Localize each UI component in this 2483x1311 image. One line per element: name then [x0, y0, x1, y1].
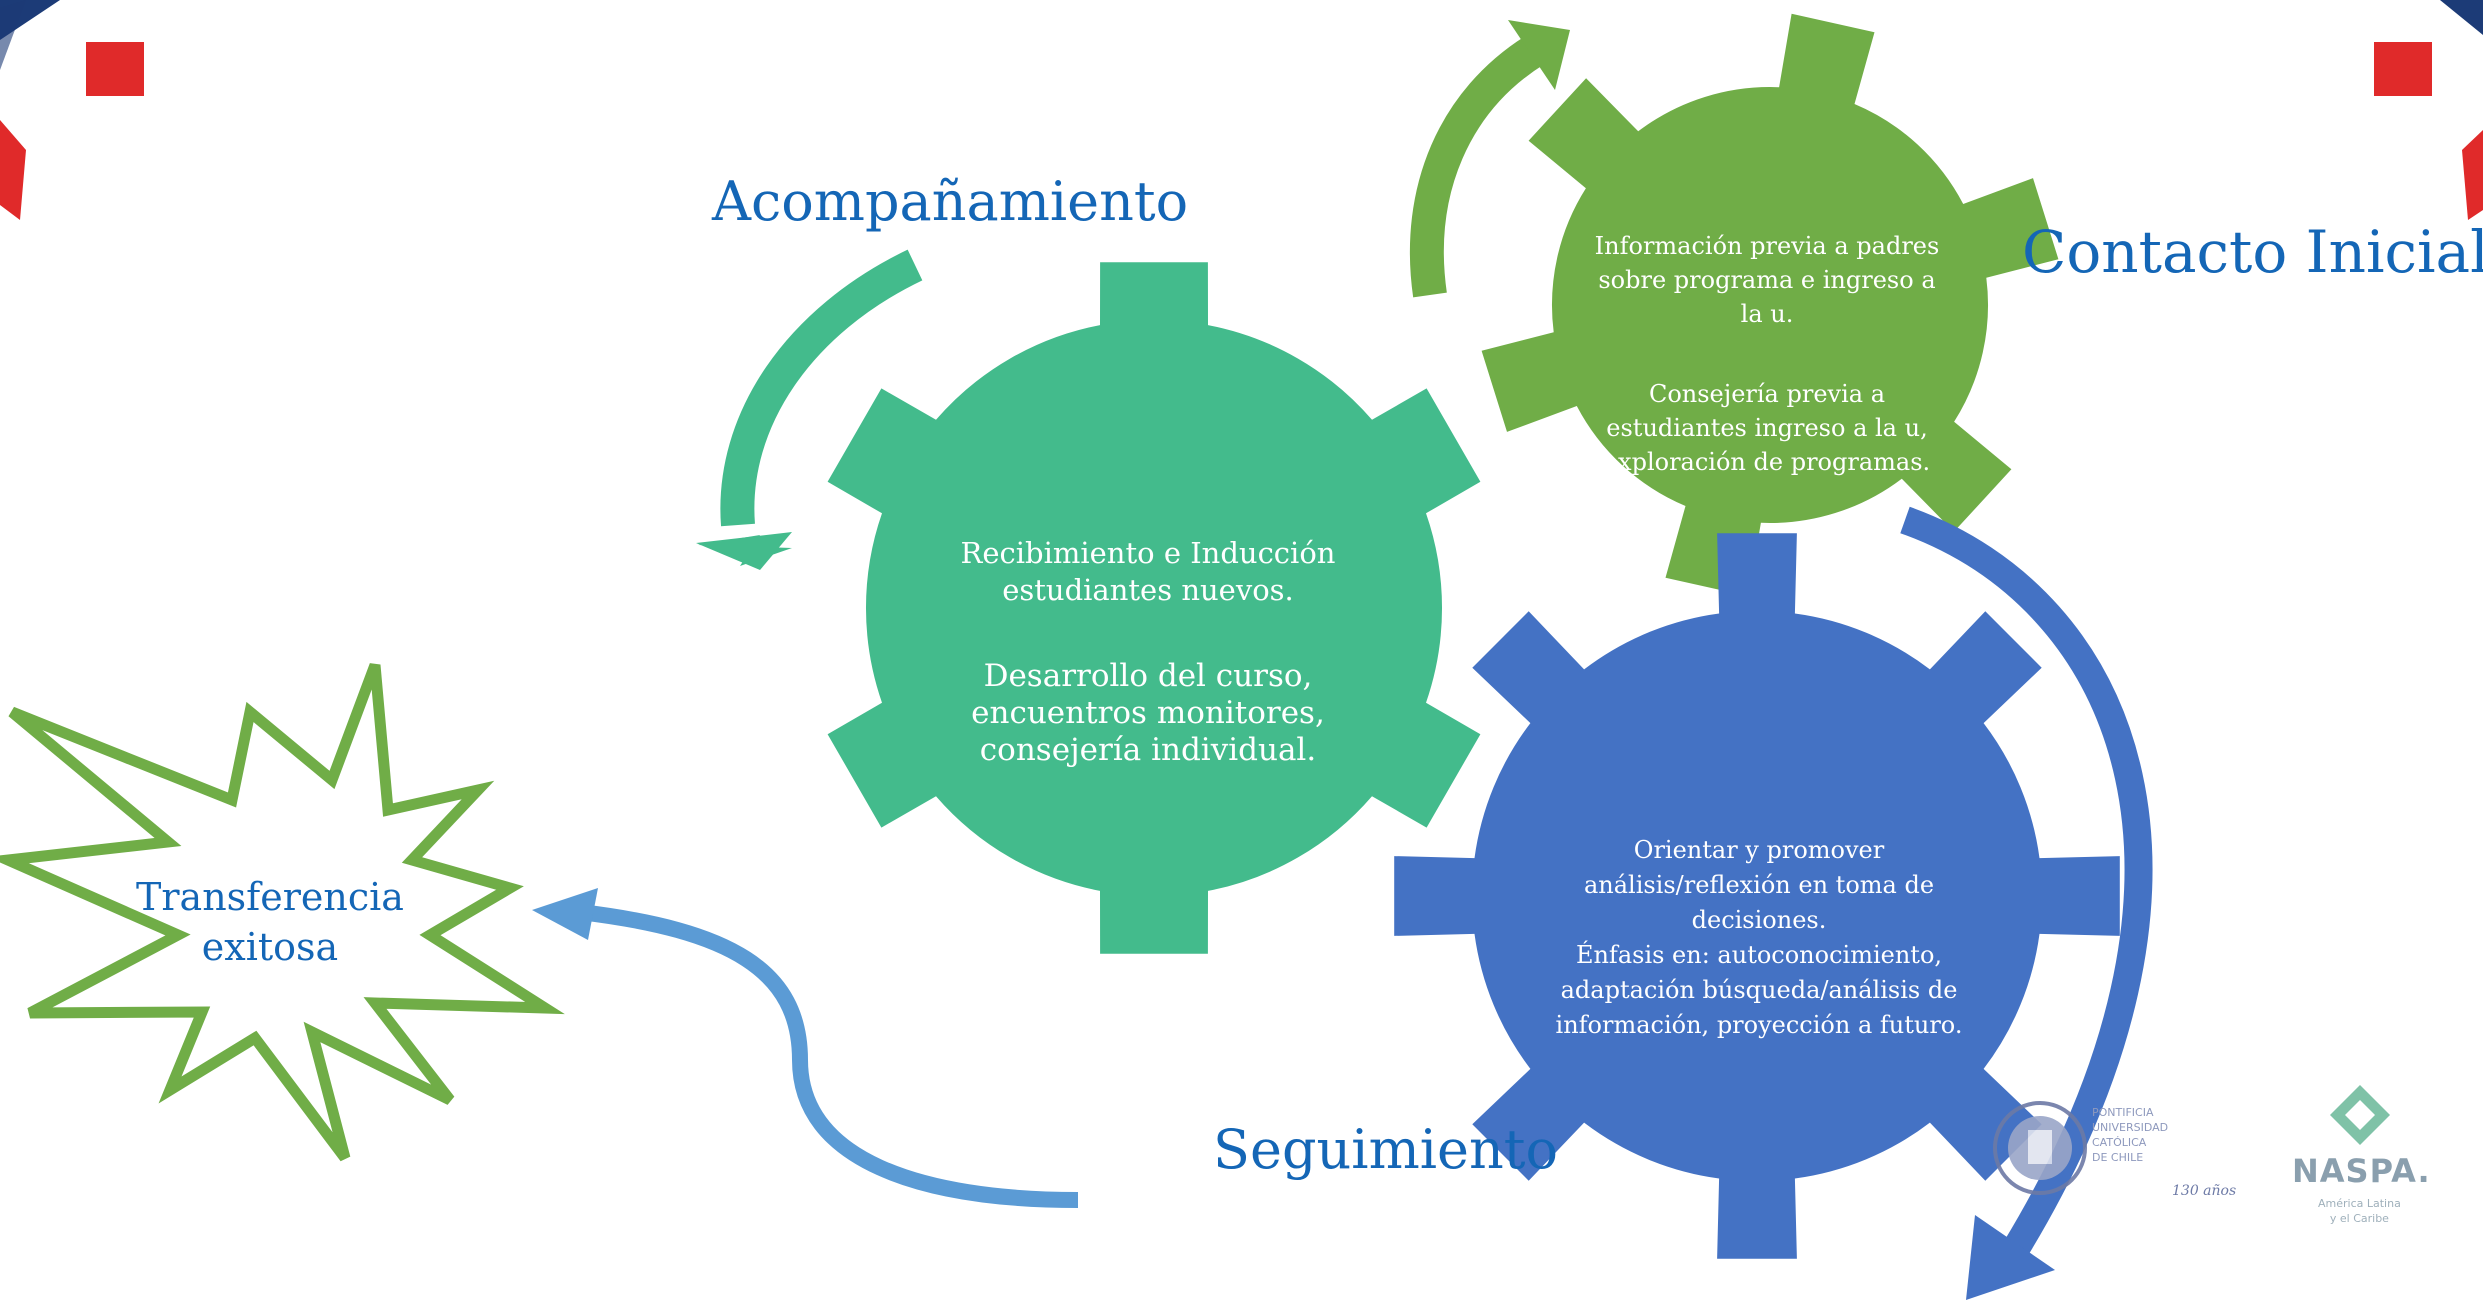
acompanamiento-arrow — [696, 249, 923, 570]
puc-seal-icon — [1993, 1101, 2087, 1195]
transferencia-exitosa-label: Transferencia exitosa — [136, 875, 404, 969]
puc-logo-text: PONTIFICIA UNIVERSIDAD CATÓLICA DE CHILE — [2092, 1105, 2168, 1165]
green-gear-line-2: Consejería previa a estudiantes ingreso … — [1603, 380, 1931, 476]
teal-gear — [827, 262, 1481, 954]
green-gear-line-1: Información previa a padres sobre progra… — [1594, 232, 1940, 328]
corner-decoration-right — [2374, 0, 2483, 220]
seguimiento-arrow — [1900, 506, 2153, 1300]
naspa-diamond-icon — [2330, 1085, 2390, 1145]
puc-name-line-3: CATÓLICA — [2092, 1136, 2147, 1149]
naspa-subtitle: América Latina y el Caribe — [2318, 1196, 2401, 1226]
acompanamiento-label: Acompañamiento — [712, 170, 1189, 233]
transferencia-arrow — [532, 888, 1079, 1208]
teal-gear-text: Recibimiento e Inducción estudiantes nue… — [948, 498, 1348, 806]
contacto-inicial-arrow — [1410, 20, 1570, 298]
naspa-name: NASPA. — [2292, 1152, 2431, 1190]
teal-gear-line-1: Recibimiento e Inducción estudiantes nue… — [960, 536, 1336, 607]
blue-gear-text: Orientar y promover análisis/reflexión e… — [1550, 798, 1968, 1078]
explosion-star-shape — [0, 663, 565, 1162]
blue-gear — [1394, 533, 2120, 1259]
puc-name-line-4: DE CHILE — [2092, 1151, 2144, 1164]
seguimiento-label: Seguimiento — [1213, 1118, 1558, 1181]
teal-gear-line-2: Desarrollo del curso, encuentros monitor… — [971, 658, 1325, 768]
corner-decoration-left — [0, 0, 144, 220]
puc-name-line-1: PONTIFICIA — [2092, 1106, 2154, 1119]
blue-gear-line-1: Orientar y promover análisis/reflexión e… — [1555, 836, 1963, 1039]
green-gear-text: Información previa a padres sobre progra… — [1594, 195, 1940, 513]
puc-anniversary: 130 años — [2172, 1183, 2237, 1199]
naspa-subtitle-line-2: y el Caribe — [2329, 1212, 2389, 1225]
puc-name-line-2: UNIVERSIDAD — [2092, 1121, 2169, 1134]
green-gear — [1481, 13, 2059, 597]
contacto-inicial-label: Contacto Inicial — [2022, 218, 2483, 286]
naspa-subtitle-line-1: América Latina — [2318, 1197, 2401, 1210]
